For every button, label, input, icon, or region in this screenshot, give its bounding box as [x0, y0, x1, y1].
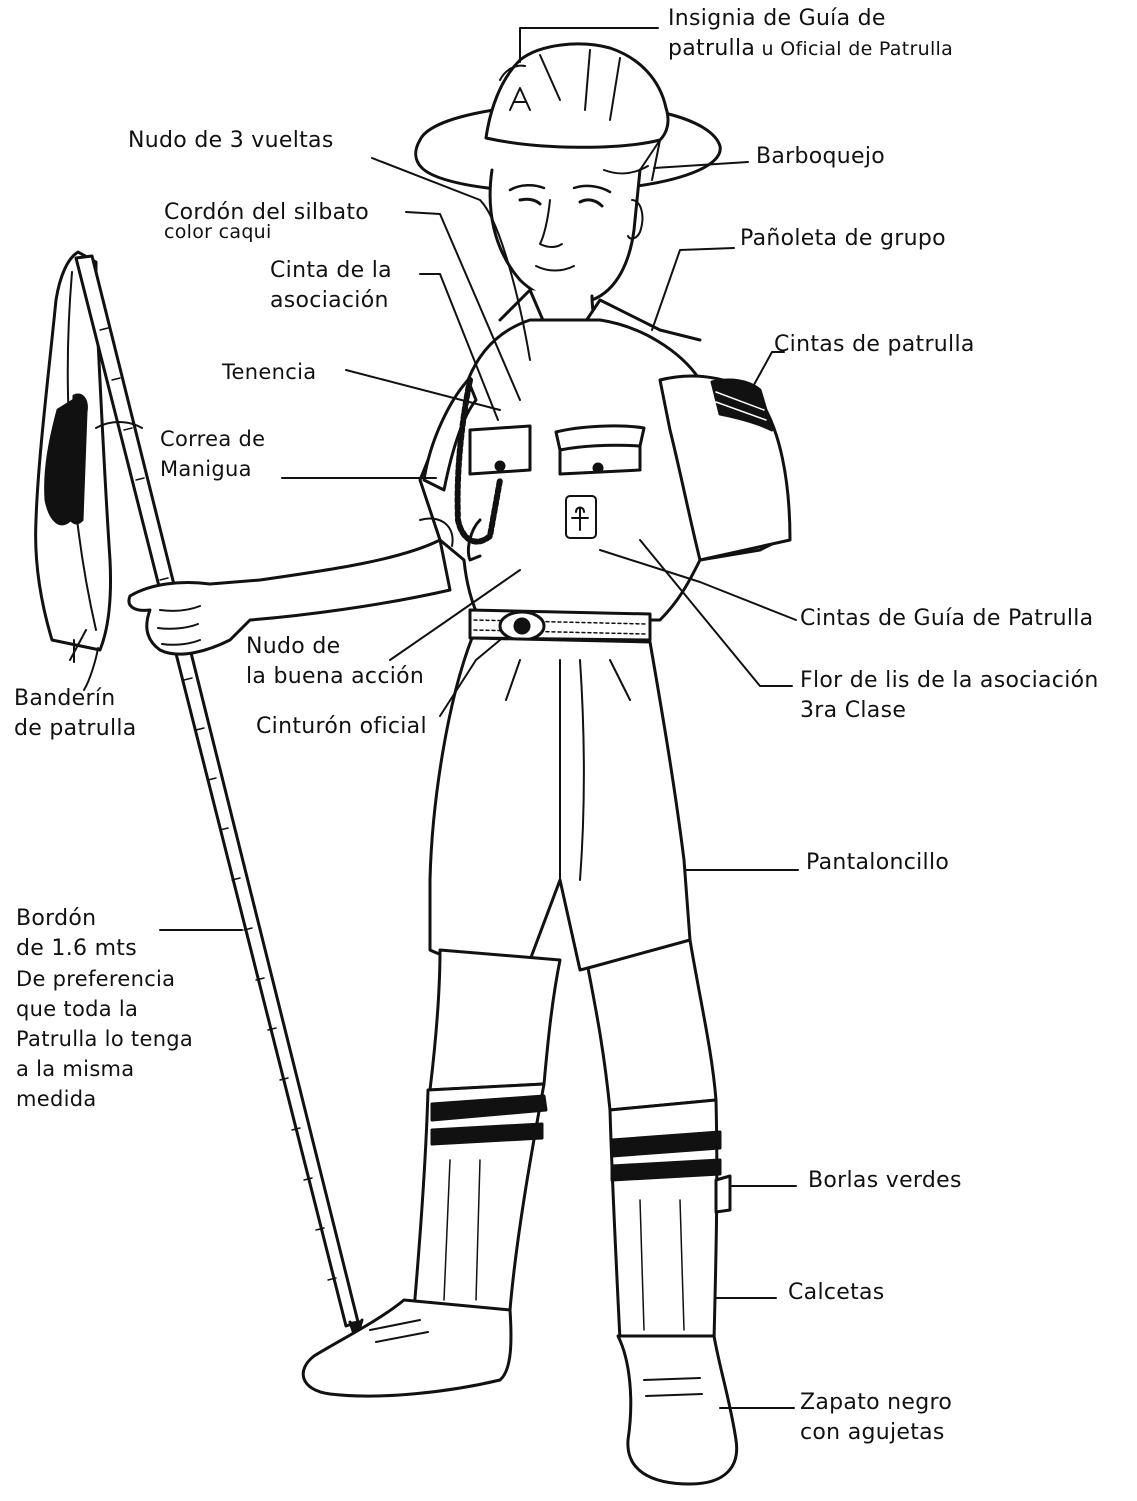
label-bordon-line6: a la misma — [16, 1054, 193, 1084]
label-cordon-silbato: Cordón del silbato color caqui — [164, 198, 369, 244]
label-nudo-buena-accion: Nudo de la buena acción — [246, 632, 424, 692]
legs — [430, 940, 716, 1110]
label-calcetas: Calcetas — [788, 1278, 885, 1308]
label-borlas: Borlas verdes — [808, 1166, 962, 1196]
label-insignia-line1: Insignia de Guía de — [668, 4, 953, 34]
label-correa-line2: Manigua — [160, 454, 265, 484]
label-bordon-line7: medida — [16, 1084, 193, 1114]
label-panoleta: Pañoleta de grupo — [740, 224, 946, 254]
label-flor-line1: Flor de lis de la asociación — [800, 666, 1099, 696]
campaign-hat — [416, 44, 721, 192]
label-banderin: Banderín de patrulla — [14, 684, 137, 744]
label-tenencia: Tenencia — [222, 360, 316, 384]
label-bordon-line1: Bordón — [16, 904, 193, 934]
label-barboquejo: Barboquejo — [756, 142, 885, 172]
label-cinta-line1: Cinta de la — [270, 256, 392, 286]
label-zapato-line2: con agujetas — [800, 1418, 952, 1448]
label-flor-lis: Flor de lis de la asociación 3ra Clase — [800, 666, 1099, 726]
label-banderin-line1: Banderín — [14, 684, 137, 714]
staff — [76, 256, 362, 1340]
label-pantaloncillo: Pantaloncillo — [806, 848, 949, 878]
label-cinta-asociacion: Cinta de la asociación — [270, 256, 392, 316]
label-cintas-guia: Cintas de Guía de Patrulla — [800, 604, 1093, 634]
label-bordon-line2: de 1.6 mts — [16, 934, 193, 964]
label-insignia-line2b: u Oficial de Patrulla — [755, 38, 953, 60]
label-bordon-line3: De preferencia — [16, 964, 193, 994]
label-cinta-line2: asociación — [270, 286, 392, 316]
label-insignia: Insignia de Guía de patrulla u Oficial d… — [668, 4, 953, 64]
label-bordon-line4: que toda la — [16, 994, 193, 1024]
label-insignia-line2a: patrulla — [668, 36, 755, 61]
label-correa: Correa de Manigua — [160, 424, 265, 484]
label-correa-line1: Correa de — [160, 424, 265, 454]
label-zapato-line1: Zapato negro — [800, 1388, 952, 1418]
label-nudo-buena-line1: Nudo de — [246, 632, 424, 662]
label-flor-line2: 3ra Clase — [800, 696, 1099, 726]
label-bordon: Bordón de 1.6 mts De preferencia que tod… — [16, 904, 193, 1114]
label-nudo-3-vueltas: Nudo de 3 vueltas — [128, 126, 334, 156]
label-bordon-line5: Patrulla lo tenga — [16, 1024, 193, 1054]
label-cinturon: Cinturón oficial — [256, 712, 427, 742]
shorts — [430, 638, 690, 970]
label-zapato: Zapato negro con agujetas — [800, 1388, 952, 1448]
label-nudo-buena-line2: la buena acción — [246, 662, 424, 692]
socks — [414, 1084, 730, 1340]
label-cintas-patrulla: Cintas de patrulla — [774, 330, 975, 360]
label-banderin-line2: de patrulla — [14, 714, 137, 744]
